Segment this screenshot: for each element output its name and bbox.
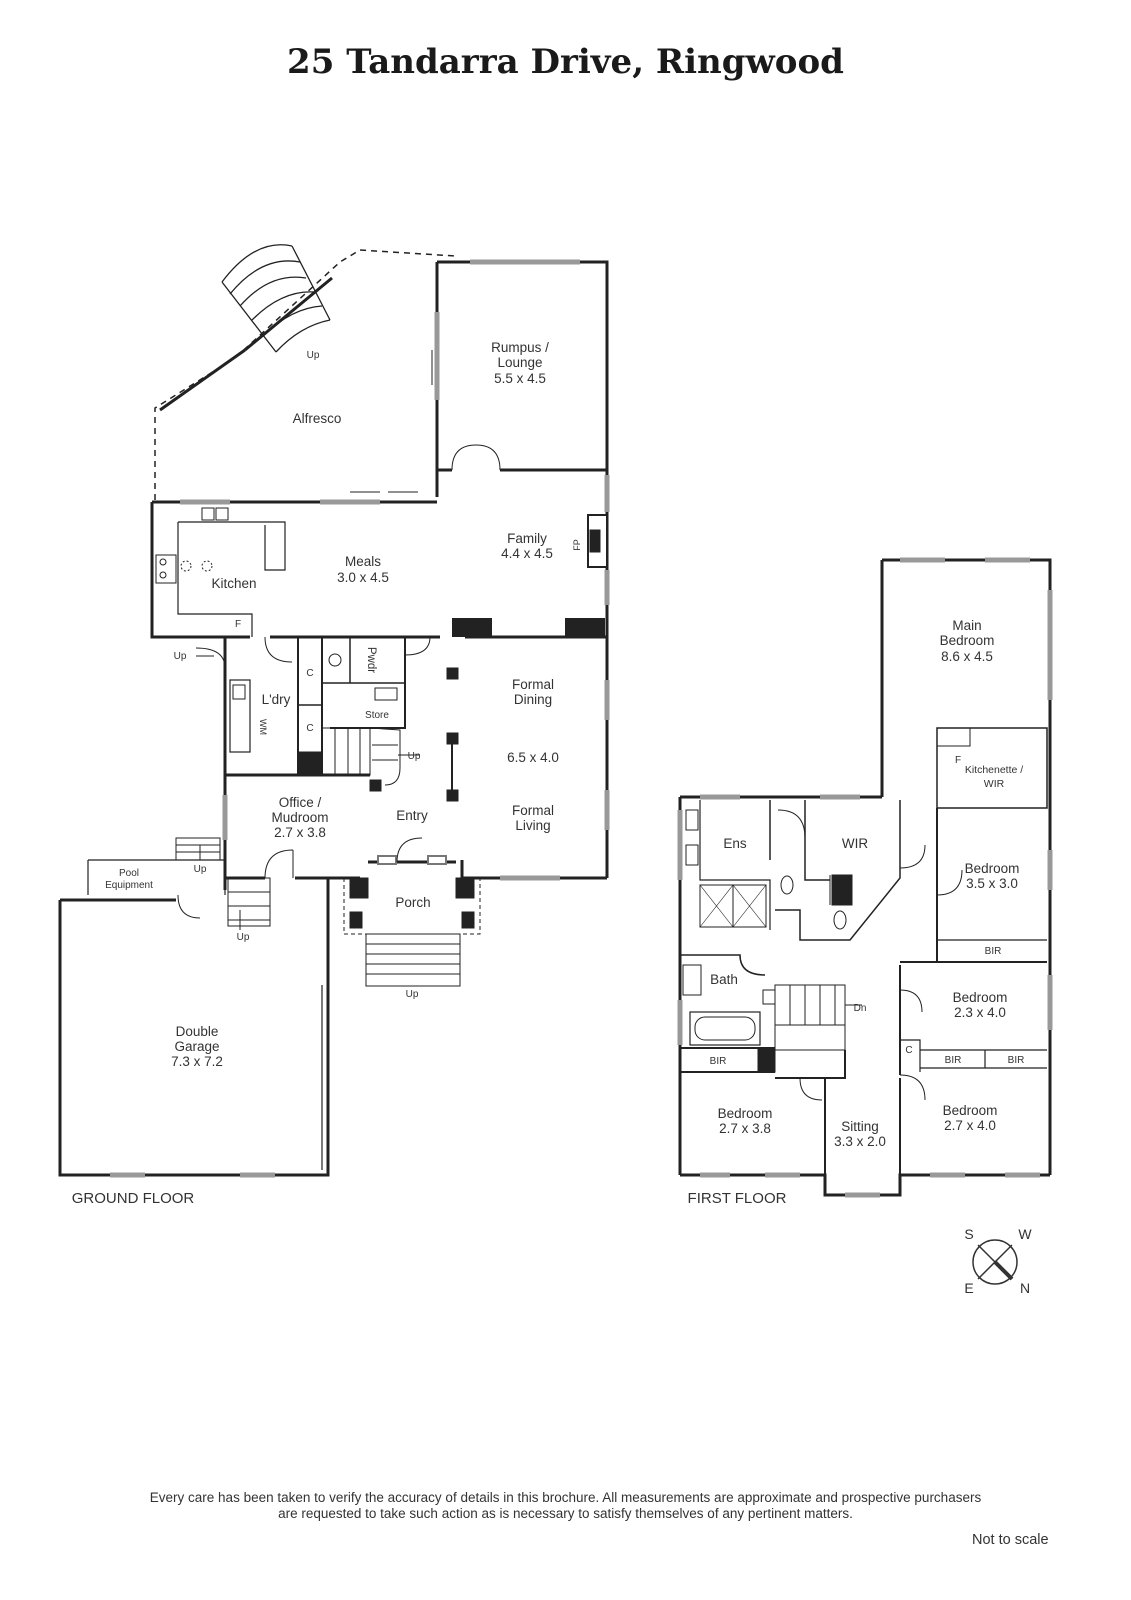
garage-label: Double [176, 1024, 219, 1039]
disclaimer: Every care has been taken to verify the … [20, 1490, 1111, 1522]
fridge-label: F [955, 755, 961, 766]
bath-label: Bath [710, 972, 738, 987]
rumpus-label-2: Lounge [497, 355, 542, 370]
ground-floor-plan [58, 244, 610, 1178]
office-label-2: Mudroom [271, 810, 328, 825]
alfresco-stairs [221, 244, 331, 353]
laundry-label: L'dry [262, 692, 291, 707]
bedroom-b-label: Bedroom [953, 990, 1008, 1005]
compass-east-label: E [964, 1280, 973, 1296]
compass-icon [972, 1239, 1018, 1285]
main-bedroom-label: Main [952, 618, 981, 633]
ground-floor-label: GROUND FLOOR [72, 1190, 195, 1207]
formal-dining-label: Formal [512, 677, 554, 692]
bedroom-a-label: Bedroom [965, 861, 1020, 876]
wir-label: WIR [842, 836, 868, 851]
up-label: Up [237, 932, 250, 943]
disclaimer-line-2: are requested to take such action as is … [278, 1506, 853, 1521]
bir-label: BIR [1008, 1055, 1025, 1066]
ensuite-label: Ens [723, 836, 747, 851]
alfresco-label: Alfresco [293, 411, 342, 426]
up-label: Up [408, 751, 421, 762]
rumpus-dimensions: 5.5 x 4.5 [494, 371, 546, 386]
formal-dining-label-2: Dining [514, 692, 552, 707]
kitchenette-label: Kitchenette / [965, 764, 1023, 776]
office-dimensions: 2.7 x 3.8 [274, 825, 326, 840]
first-floor-plan [677, 557, 1053, 1198]
internal-stairs [321, 727, 420, 786]
porch-steps [365, 933, 461, 987]
family-dimensions: 4.4 x 4.5 [501, 546, 553, 561]
formal-living-label: Formal [512, 803, 554, 818]
cupboard-label: C [306, 723, 313, 734]
page-title: 25 Tandarra Drive, Ringwood [287, 42, 844, 82]
down-label: Dn [854, 1003, 867, 1014]
bedroom-d-label: Bedroom [943, 1103, 998, 1118]
up-label: Up [307, 350, 320, 361]
family-label: Family [507, 531, 547, 546]
compass-south-label: S [964, 1226, 973, 1242]
sitting-dimensions: 3.3 x 2.0 [834, 1134, 886, 1149]
meals-label: Meals [345, 554, 381, 569]
store-label: Store [365, 710, 389, 721]
bedroom-d-dimensions: 2.7 x 4.0 [944, 1118, 996, 1133]
formal-dimensions: 6.5 x 4.0 [507, 750, 559, 765]
porch-label: Porch [395, 895, 430, 910]
disclaimer-line-1: Every care has been taken to verify the … [149, 1490, 982, 1505]
sitting-label: Sitting [841, 1119, 879, 1134]
pool-equipment-label: Pool [119, 868, 139, 879]
main-bedroom-dimensions: 8.6 x 4.5 [941, 649, 993, 664]
bedroom-c-label: Bedroom [718, 1106, 773, 1121]
meals-dimensions: 3.0 x 4.5 [337, 570, 389, 585]
up-label: Up [194, 864, 207, 875]
washer-label: WM [258, 719, 268, 735]
bedroom-b-dimensions: 2.3 x 4.0 [954, 1005, 1006, 1020]
bir-label: BIR [945, 1055, 962, 1066]
garage-label-2: Garage [174, 1039, 219, 1054]
bir-label: BIR [710, 1056, 727, 1067]
pool-equipment-label-2: Equipment [105, 880, 153, 891]
bedroom-a-dimensions: 3.5 x 3.0 [966, 876, 1018, 891]
formal-living-label-2: Living [515, 818, 550, 833]
fireplace-label: FP [572, 539, 582, 551]
main-bedroom-label-2: Bedroom [940, 633, 995, 648]
office-label: Office / [279, 795, 322, 810]
first-floor-stairs [762, 984, 862, 1051]
cupboard-label: C [306, 668, 313, 679]
compass-north-label: N [1020, 1280, 1030, 1296]
up-label: Up [174, 651, 187, 662]
kitchen-label: Kitchen [211, 576, 256, 591]
compass-west-label: W [1018, 1226, 1032, 1242]
powder-label: Pwdr [365, 647, 377, 673]
bedroom-c-dimensions: 2.7 x 3.8 [719, 1121, 771, 1136]
kitchenette-label-2: WIR [984, 778, 1005, 790]
up-label: Up [406, 989, 419, 1000]
scale-note: Not to scale [972, 1532, 1049, 1548]
cupboard-label: C [905, 1045, 912, 1056]
entry-label: Entry [396, 808, 428, 823]
fridge-label: F [235, 619, 241, 630]
first-floor-label: FIRST FLOOR [688, 1190, 787, 1207]
rumpus-label: Rumpus / [491, 340, 549, 355]
garage-dimensions: 7.3 x 7.2 [171, 1054, 223, 1069]
bir-label: BIR [985, 946, 1002, 957]
